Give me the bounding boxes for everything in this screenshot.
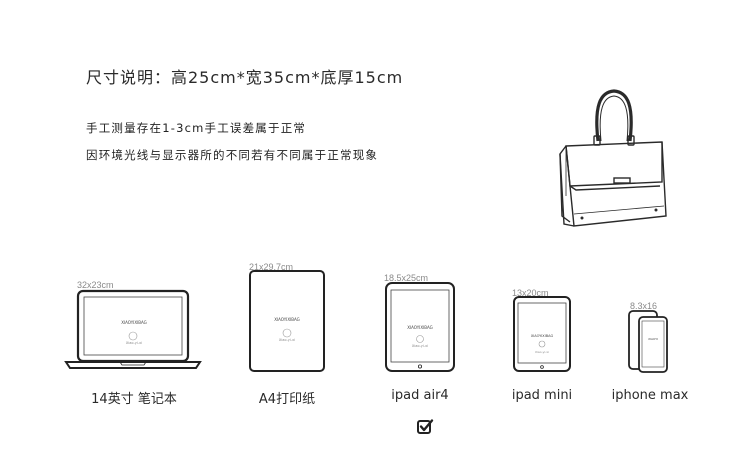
a4-screen-mark: Xiao-yi-xi (278, 338, 296, 342)
iphone-dimension: 8.3x16 (630, 301, 658, 311)
color-difference-note: 因环境光线与显示器所的不同若有不同属于正常现象 (86, 148, 379, 162)
laptop-screen-mark: Xiao-yi-xi (125, 341, 143, 345)
ipad-air-dimension: 18.5x25cm (384, 273, 429, 283)
laptop-screen-brand: XIAOYIXIBAG (121, 320, 147, 325)
ipad-air-outline (385, 282, 455, 372)
laptop-dimension: 32x23cm (77, 280, 114, 290)
ipad-mini-screen-brand: XIAOYIXIBAG (530, 334, 554, 338)
a4-outline (249, 270, 325, 372)
iphone-screen-brand: XIAOYI (648, 337, 658, 341)
handbag-illustration (559, 89, 667, 227)
ipad-mini-dimension: 13x20cm (512, 288, 549, 298)
iphone-outline (628, 310, 668, 373)
ipad-mini-screen-mark: Xiao-yi-xi (535, 350, 549, 354)
ipad-air-screen-mark: Xiao-yi-xi (411, 344, 429, 348)
a4-screen-brand: XIAOYIXIBAG (274, 317, 300, 322)
ipad-air-caption: ipad air4 (391, 388, 449, 403)
a4-dimension: 21x29.7cm (249, 262, 294, 272)
iphone-caption: iphone max (611, 388, 689, 403)
laptop-outline (64, 289, 202, 369)
checkbox-checked-icon[interactable] (416, 418, 434, 436)
ipad-air-screen-brand: XIAOYIXIBAG (407, 325, 433, 330)
ipad-mini-outline (513, 296, 571, 372)
size-title: 尺寸说明：高25cm*宽35cm*底厚15cm (86, 68, 404, 87)
a4-caption: A4打印纸 (258, 392, 316, 407)
measurement-error-note: 手工测量存在1-3cm手工误差属于正常 (86, 121, 307, 135)
laptop-caption: 14英寸 笔记本 (91, 392, 177, 407)
ipad-mini-caption: ipad mini (511, 388, 573, 403)
